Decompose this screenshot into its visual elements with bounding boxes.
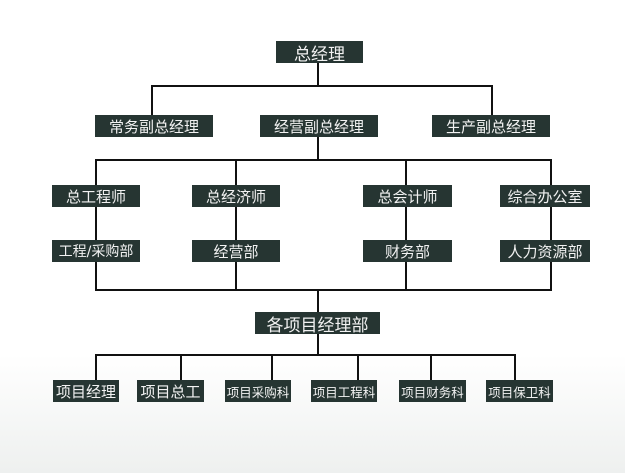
connector	[405, 159, 407, 290]
node-engineering-procurement-dept: 工程/采购部	[52, 240, 140, 262]
connector	[430, 354, 432, 380]
connector	[95, 159, 97, 290]
connector	[151, 85, 153, 115]
node-business-dept: 经营部	[192, 240, 280, 262]
connector	[491, 85, 493, 115]
connector	[357, 354, 359, 380]
node-project-security: 项目保卫科	[486, 380, 553, 402]
connector	[317, 137, 319, 161]
node-production-deputy: 生产副总经理	[432, 115, 550, 137]
connector	[235, 159, 237, 290]
node-executive-deputy: 常务副总经理	[95, 115, 213, 137]
node-project-manager: 项目经理	[53, 380, 119, 402]
node-chief-engineer: 总工程师	[52, 185, 140, 207]
connector	[95, 354, 516, 356]
connector	[95, 354, 97, 380]
node-general-office: 综合办公室	[500, 185, 590, 207]
node-project-procurement: 项目采购科	[225, 380, 291, 402]
node-chief-economist: 总经济师	[192, 185, 280, 207]
node-project-chief-engineer: 项目总工	[137, 380, 204, 402]
node-project-engineering: 项目工程科	[311, 380, 377, 402]
connector	[317, 289, 319, 313]
node-chief-accountant: 总会计师	[363, 185, 452, 207]
node-finance-dept: 财务部	[363, 240, 452, 262]
node-project-management-dept: 各项目经理部	[255, 312, 380, 336]
connector	[514, 354, 516, 380]
connector	[151, 85, 493, 87]
node-project-finance: 项目财务科	[399, 380, 466, 402]
connector	[271, 354, 273, 380]
connector	[317, 63, 319, 87]
node-general-manager: 总经理	[276, 41, 363, 65]
node-business-deputy: 经营副总经理	[260, 115, 378, 137]
connector	[180, 354, 182, 380]
connector	[317, 334, 319, 356]
node-hr-dept: 人力资源部	[500, 240, 590, 262]
connector	[550, 159, 552, 290]
connector	[95, 159, 552, 161]
connector	[95, 289, 552, 291]
